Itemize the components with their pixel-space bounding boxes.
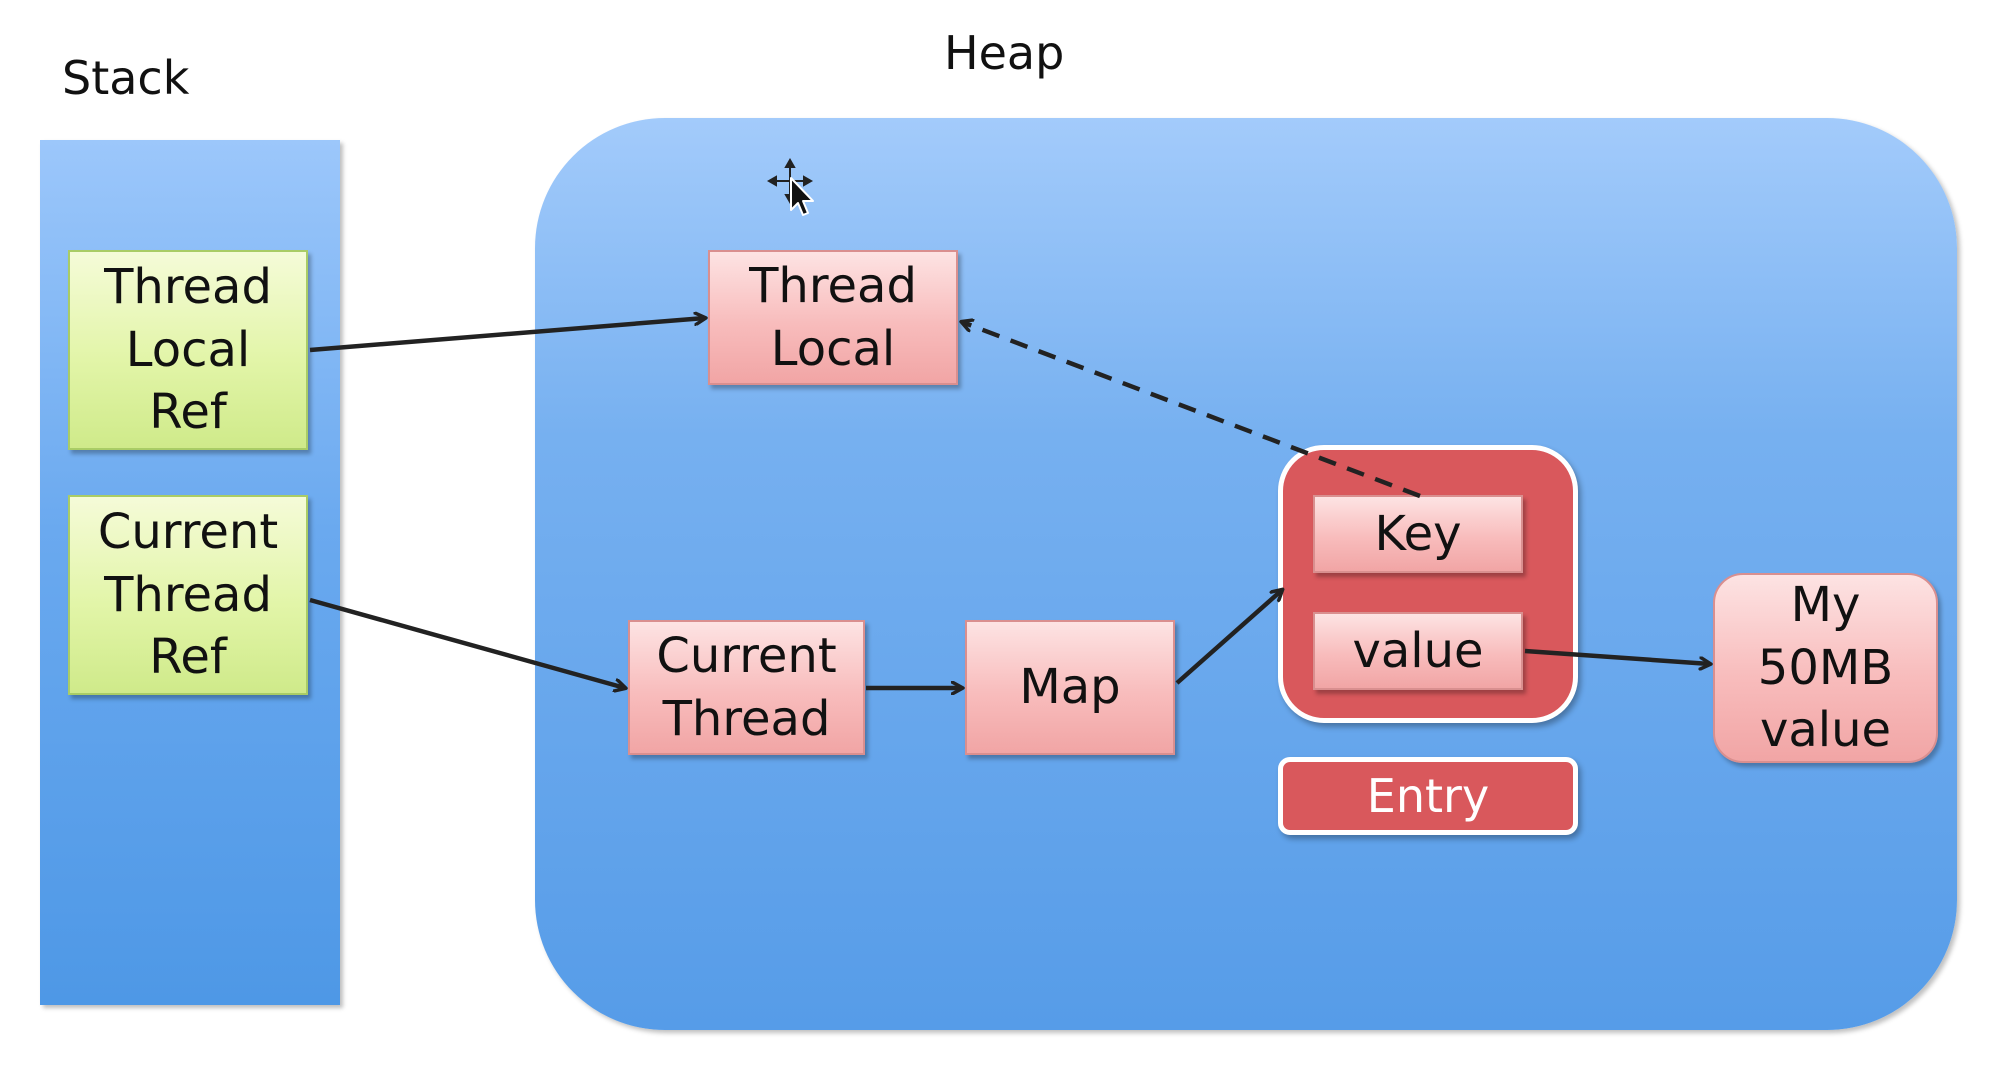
my-value-line-3: value <box>1759 702 1892 759</box>
my-value-line-2: 50MB <box>1757 639 1894 696</box>
key-label: Key <box>1374 505 1462 562</box>
current-thread-ref-node: Current Thread Ref <box>68 495 308 695</box>
value-label: value <box>1352 622 1484 679</box>
thread-local-ref-node: Thread Local Ref <box>68 250 308 450</box>
thread-local-line-1: Thread <box>749 258 917 315</box>
move-cursor-icon <box>766 158 814 216</box>
key-node: Key <box>1313 495 1523 573</box>
thread-local-node: Thread Local <box>708 250 958 385</box>
heap-title: Heap <box>944 26 1065 80</box>
thread-local-line-2: Local <box>770 320 896 377</box>
current-thread-ref-line-1: Current <box>97 504 279 561</box>
map-node: Map <box>965 620 1175 755</box>
thread-local-ref-line-1: Thread <box>104 259 272 316</box>
stack-title: Stack <box>62 51 190 105</box>
entry-label: Entry <box>1278 757 1578 835</box>
map-label: Map <box>1019 659 1121 716</box>
thread-local-ref-line-3: Ref <box>149 384 227 441</box>
current-thread-node: Current Thread <box>628 620 865 755</box>
my-50mb-value-node: My 50MB value <box>1713 573 1938 763</box>
value-node: value <box>1313 612 1523 690</box>
my-value-line-1: My <box>1790 577 1861 634</box>
thread-local-ref-line-2: Local <box>125 321 251 378</box>
current-thread-line-2: Thread <box>662 690 831 747</box>
current-thread-ref-line-2: Thread <box>104 566 272 623</box>
current-thread-line-1: Current <box>656 628 837 685</box>
current-thread-ref-line-3: Ref <box>149 629 227 686</box>
